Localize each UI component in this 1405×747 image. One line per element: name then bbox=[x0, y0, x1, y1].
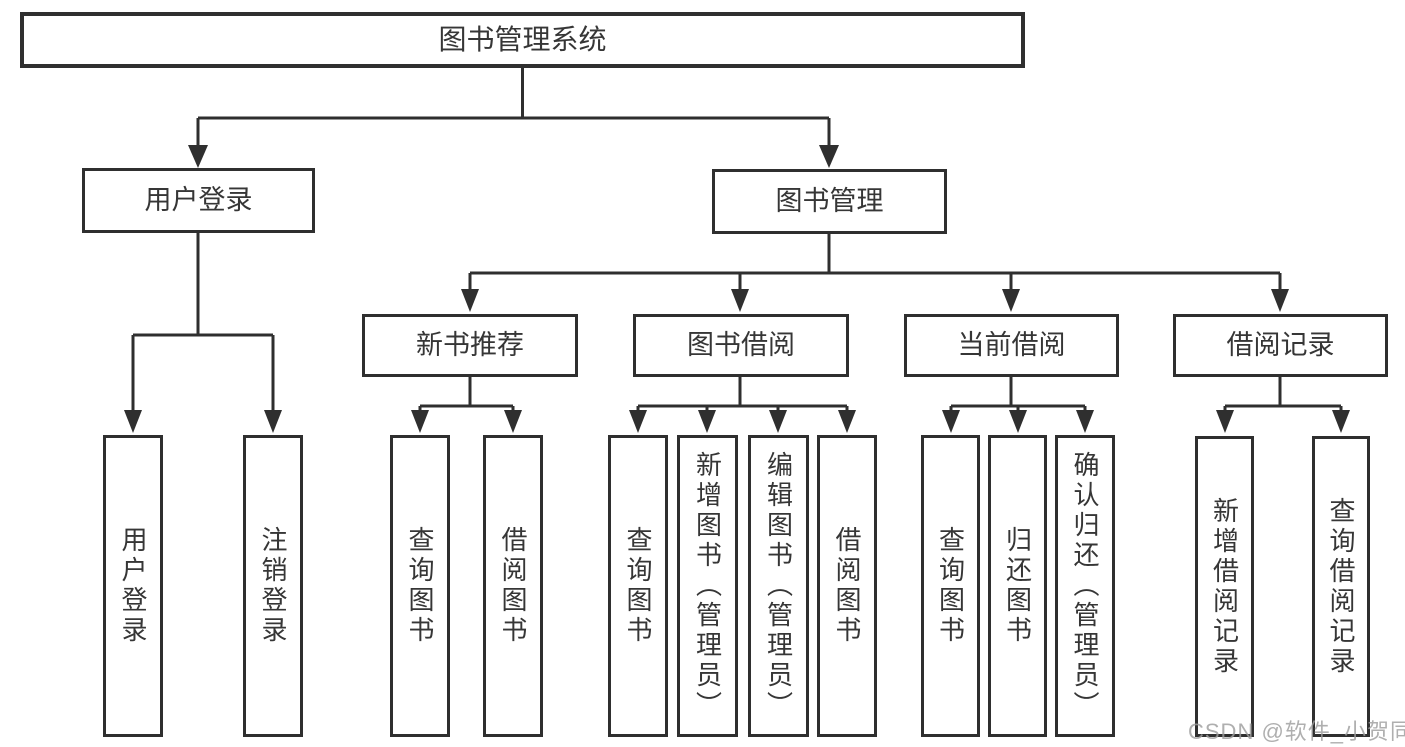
leaf-query-books-current: 查询图书 bbox=[921, 435, 980, 737]
leaf-query-books-borrow: 查询图书 bbox=[608, 435, 668, 737]
connector-root-to-level1 bbox=[188, 68, 839, 168]
node-label: 用户登录 bbox=[144, 185, 253, 216]
node-label: 查询图书 bbox=[935, 526, 966, 646]
connector-borrow-records-to-leaves bbox=[1216, 377, 1350, 433]
node-label: 图书管理系统 bbox=[438, 24, 607, 56]
connector-new-book-recommend-to-leaves bbox=[411, 377, 522, 433]
connector-user-login-to-leaves bbox=[124, 233, 282, 433]
node-label: 图书管理 bbox=[775, 186, 884, 217]
node-label: 归还图书 bbox=[1002, 526, 1033, 646]
node-label: 编辑图书（管理员） bbox=[763, 451, 794, 721]
leaf-query-borrow-record: 查询借阅记录 bbox=[1312, 436, 1370, 737]
node-label: 新书推荐 bbox=[416, 330, 524, 361]
node-book-borrow: 图书借阅 bbox=[633, 314, 849, 377]
node-borrow-records: 借阅记录 bbox=[1173, 314, 1388, 377]
leaf-return-books: 归还图书 bbox=[988, 435, 1047, 737]
node-label: 注销登录 bbox=[258, 526, 288, 646]
connector-book-borrow-to-leaves bbox=[629, 377, 856, 433]
node-label: 新增图书（管理员） bbox=[692, 451, 723, 721]
leaf-add-book-admin: 新增图书（管理员） bbox=[677, 435, 738, 737]
node-label: 查询借阅记录 bbox=[1326, 496, 1356, 677]
node-current-borrow: 当前借阅 bbox=[904, 314, 1119, 377]
node-label: 查询图书 bbox=[623, 526, 653, 646]
node-label: 图书借阅 bbox=[687, 330, 795, 361]
node-label: 借阅记录 bbox=[1226, 330, 1335, 361]
node-label: 用户登录 bbox=[118, 526, 148, 646]
leaf-user-login: 用户登录 bbox=[103, 435, 163, 737]
node-label: 借阅图书 bbox=[832, 526, 862, 646]
leaf-edit-book-admin: 编辑图书（管理员） bbox=[748, 435, 809, 737]
leaf-add-borrow-record: 新增借阅记录 bbox=[1195, 436, 1254, 737]
node-label: 新增借阅记录 bbox=[1209, 496, 1240, 677]
node-user-login: 用户登录 bbox=[82, 168, 315, 233]
leaf-borrow-books: 借阅图书 bbox=[817, 435, 877, 737]
connector-current-borrow-to-leaves bbox=[942, 377, 1094, 433]
leaf-logout: 注销登录 bbox=[243, 435, 303, 737]
node-label: 确认归还（管理员） bbox=[1070, 451, 1100, 721]
connector-book-management-to-level2 bbox=[461, 234, 1289, 312]
watermark: CSDN @软件_小贺同学 bbox=[1188, 719, 1405, 744]
leaf-confirm-return-admin: 确认归还（管理员） bbox=[1055, 435, 1115, 737]
node-label: 查询图书 bbox=[405, 526, 435, 646]
node-label: 当前借阅 bbox=[957, 330, 1066, 361]
leaf-query-books-recommend: 查询图书 bbox=[390, 435, 450, 737]
leaf-borrow-books-recommend: 借阅图书 bbox=[483, 435, 543, 737]
node-label: 借阅图书 bbox=[498, 526, 528, 646]
node-book-management: 图书管理 bbox=[712, 169, 947, 234]
node-new-book-recommend: 新书推荐 bbox=[362, 314, 578, 377]
node-library-management-system: 图书管理系统 bbox=[20, 12, 1025, 68]
